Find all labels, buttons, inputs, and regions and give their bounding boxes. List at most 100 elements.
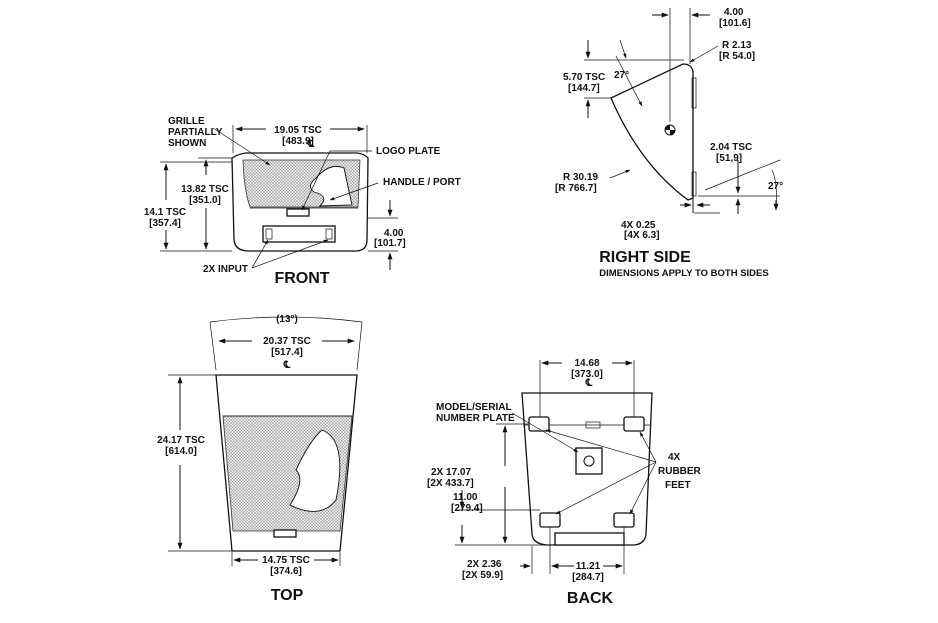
radius-large-label: R 30.19 xyxy=(563,172,598,183)
input-connector-left xyxy=(265,228,273,240)
feet-count-label: 4X xyxy=(668,452,681,463)
base-height-mm-label: [101.7] xyxy=(374,238,406,249)
grille-label-3: SHOWN xyxy=(168,138,206,149)
side-angle-ray xyxy=(704,159,781,191)
side-lower-bracket xyxy=(691,171,697,197)
feet-leader-1 xyxy=(545,429,657,463)
front-inner-height-label: 13.82 TSC xyxy=(181,184,229,195)
input-connector-right xyxy=(325,228,333,240)
grille-leader xyxy=(212,127,271,166)
top-angle-arc xyxy=(209,316,363,323)
angle-top-leader-2 xyxy=(619,39,627,59)
radius-small-label: R 2.13 xyxy=(722,40,752,51)
radius-large-leader xyxy=(609,169,631,179)
angle-top-leader-1 xyxy=(615,55,643,107)
input-label: 2X INPUT xyxy=(203,264,248,275)
top-angle-ext-right xyxy=(356,321,363,371)
rubber-foot-top-right xyxy=(623,416,645,432)
model-plate-leader xyxy=(511,412,579,453)
back-mount-point-icon xyxy=(583,455,595,467)
angle-top-label: 27° xyxy=(614,70,629,81)
top-width-rear-label: 14.75 TSC xyxy=(262,555,310,566)
top-depth-mm-label: [614.0] xyxy=(165,446,197,457)
front-inner-height-mm-label: [351.0] xyxy=(189,195,221,206)
back-title: BACK xyxy=(567,590,614,607)
grille-label-1: GRILLE xyxy=(168,116,205,127)
back-bottom-handle xyxy=(554,532,625,546)
top-width-rear-mm-label: [374.6] xyxy=(270,566,302,577)
side-upper-bracket xyxy=(691,77,697,109)
feet-leader-2 xyxy=(639,431,657,463)
back-bottom-offset-mm-label: [2X 59.9] xyxy=(462,570,503,581)
side-height-b-mm-label: [51,9] xyxy=(716,153,742,164)
back-top-spacing-mm-label: [373.0] xyxy=(571,369,603,380)
rubber-foot-top-left xyxy=(528,416,550,432)
top-angle-ext-left xyxy=(209,321,217,371)
rubber-foot-bottom-left xyxy=(539,512,561,528)
radius-large-mm-label: [R 766.7] xyxy=(555,183,597,194)
handle-port-label: HANDLE / PORT xyxy=(383,177,461,188)
side-mount-quadrant-2 xyxy=(670,130,675,135)
radius-small-mm-label: [R 54.0] xyxy=(719,51,755,62)
base-height-label: 4.00 xyxy=(384,228,404,239)
front-logo-plate xyxy=(286,208,310,217)
back-centerline-icon: ℄ xyxy=(585,378,593,389)
right-side-view: 4.00 [101.6] R 2.13 [R 54.0] 5.70 TSC [1… xyxy=(555,7,783,279)
front-outer-height-mm-label: [357.4] xyxy=(149,218,181,229)
rubber-foot-bottom-right xyxy=(613,512,635,528)
radius-small-leader xyxy=(689,45,719,63)
side-height-b-label: 2.04 TSC xyxy=(710,142,752,153)
feet-leader-4 xyxy=(629,461,657,515)
front-width-label: 19.05 TSC xyxy=(274,125,322,136)
top-view: ℄ (13°) 20.37 TSC [517.4] 24.17 TSC [614… xyxy=(157,314,363,604)
grille-label-2: PARTIALLY xyxy=(168,127,223,138)
right-side-title: RIGHT SIDE xyxy=(599,249,691,266)
back-height-1-label: 2X 17.07 xyxy=(431,467,471,478)
input-leader-right xyxy=(251,239,329,269)
front-input-panel xyxy=(262,225,336,243)
back-height-2-label: 11.00 xyxy=(453,492,478,503)
back-bottom-offset-label: 2X 2.36 xyxy=(467,559,502,570)
foot-label: 4X 0.25 xyxy=(621,220,656,231)
logo-plate-leader xyxy=(301,150,372,211)
back-height-1-mm-label: [2X 433.7] xyxy=(427,478,474,489)
front-centerline-icon: ℄ xyxy=(307,139,315,150)
foot-mm-label: [4X 6.3] xyxy=(624,230,660,241)
side-mount-quadrant xyxy=(665,125,670,130)
side-height-a-label: 5.70 TSC xyxy=(563,72,605,83)
feet-label-1: RUBBER xyxy=(658,466,702,477)
top-angle-label: (13°) xyxy=(276,314,298,325)
top-width-front-mm-label: [517.4] xyxy=(271,347,303,358)
front-outer-height-label: 14.1 TSC xyxy=(144,207,186,218)
front-view: ℄ 19.05 TSC [483.9] GRILLE PARTIALLY SHO… xyxy=(144,116,461,287)
back-rail-center xyxy=(585,421,601,429)
back-height-2-mm-label: [279.4] xyxy=(451,503,483,514)
input-leader-left xyxy=(251,239,269,269)
top-handle xyxy=(273,529,297,538)
back-bottom-spacing-label: 11.21 xyxy=(576,561,601,572)
handle-port-leader xyxy=(329,182,379,201)
front-title: FRONT xyxy=(274,270,329,287)
side-depth-mm-label: [101.6] xyxy=(719,18,751,29)
feet-leader-3 xyxy=(555,461,657,515)
logo-plate-label: LOGO PLATE xyxy=(376,146,441,157)
side-height-a-mm-label: [144.7] xyxy=(568,83,600,94)
feet-label-2: FEET xyxy=(665,480,691,491)
back-top-spacing-label: 14.68 xyxy=(574,358,599,369)
top-title: TOP xyxy=(271,587,304,604)
back-view: ℄ 14.68 [373.0] MODEL/SERIAL NUMBER PLAT… xyxy=(427,358,702,607)
model-plate-label-1: MODEL/SERIAL xyxy=(436,402,512,413)
back-bottom-spacing-mm-label: [284.7] xyxy=(572,572,604,583)
top-driver-horn xyxy=(289,429,341,512)
side-cabinet-outline xyxy=(610,63,694,201)
side-depth-label: 4.00 xyxy=(724,7,744,18)
front-width-mm-label: [483.9] xyxy=(282,136,314,147)
top-depth-label: 24.17 TSC xyxy=(157,435,205,446)
right-side-note: DIMENSIONS APPLY TO BOTH SIDES xyxy=(599,268,768,279)
model-plate-label-2: NUMBER PLATE xyxy=(436,413,515,424)
top-centerline-icon: ℄ xyxy=(283,360,291,371)
top-width-front-label: 20.37 TSC xyxy=(263,336,311,347)
angle-right-label: 27° xyxy=(768,181,783,192)
